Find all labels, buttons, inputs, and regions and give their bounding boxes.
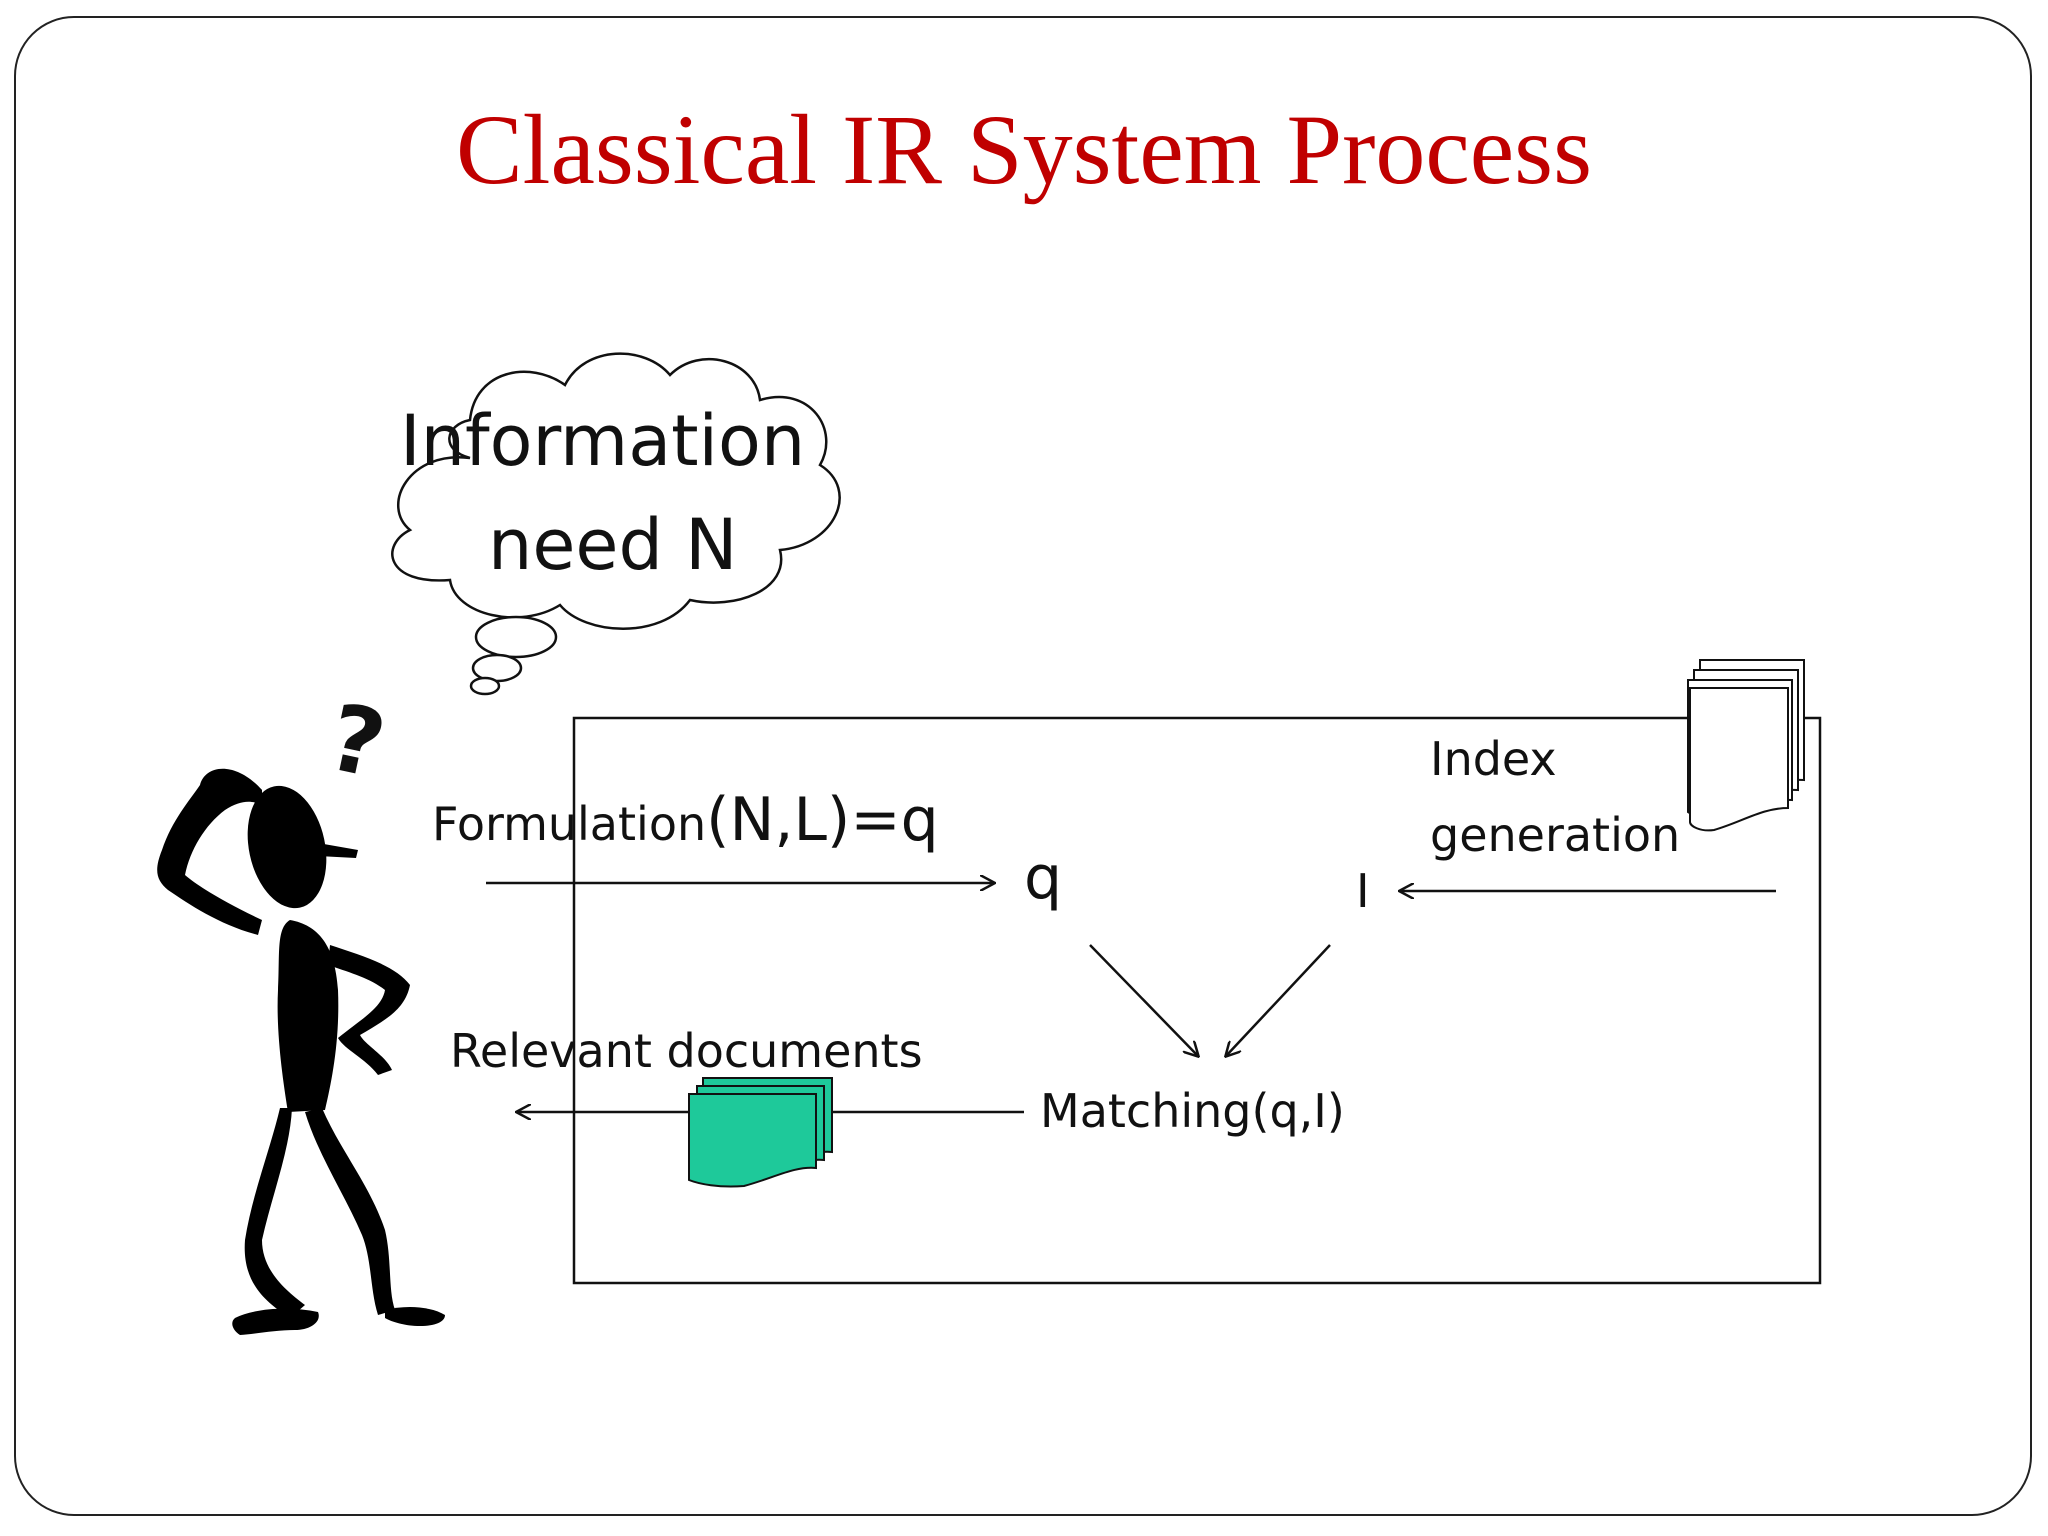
thought-bubble-small xyxy=(469,676,501,696)
index-label-line1: Index xyxy=(1430,732,1557,786)
system-box xyxy=(572,716,1822,1285)
formulation-prefix: Formulation xyxy=(432,797,707,851)
formulation-suffix: (N,L)=q xyxy=(706,785,939,855)
i-label: I xyxy=(1356,864,1370,918)
document-stack-icon xyxy=(1687,659,1805,832)
formulation-label: Formulation(N,L)=q xyxy=(432,790,939,850)
relevant-document-stack-icon xyxy=(688,1077,833,1188)
index-label-line2: generation xyxy=(1430,808,1681,862)
q-label: q xyxy=(1024,843,1063,913)
i-to-matching-arrow xyxy=(1226,944,1331,1056)
relevant-documents-label: Relevant documents xyxy=(450,1024,923,1078)
thought-cloud-icon xyxy=(391,352,841,696)
thought-text-line1: Information xyxy=(400,400,806,482)
confused-stick-figure-icon xyxy=(157,768,445,1335)
q-to-matching-arrow xyxy=(1089,944,1198,1056)
thought-bubble-medium xyxy=(471,653,523,683)
slide-title: Classical IR System Process xyxy=(455,94,1593,205)
thought-text-line2: need N xyxy=(488,504,738,586)
thought-bubble-large xyxy=(474,615,558,659)
matching-label: Matching(q,I) xyxy=(1040,1084,1345,1138)
